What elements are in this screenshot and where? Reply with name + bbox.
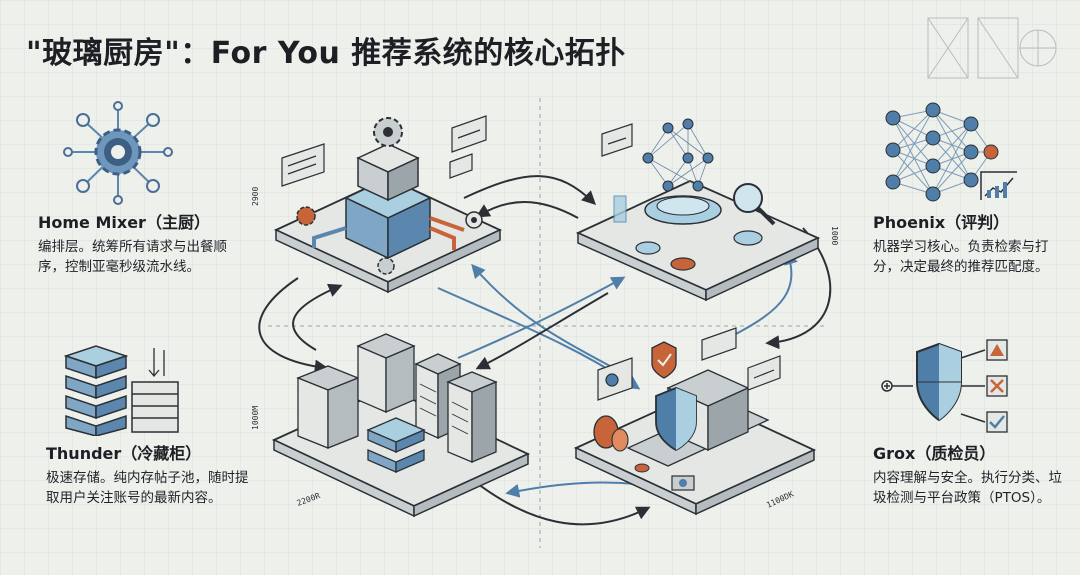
flow-arrows: [258, 175, 832, 526]
page-title: "玻璃厨房"：For You 推荐系统的核心拓扑: [26, 36, 626, 71]
phoenix-platform: 1000: [575, 118, 839, 302]
home-mixer-desc: 编排层。统筹所有请求与出餐顺序，控制亚毫秒级流水线。: [38, 239, 227, 275]
dim-label-top-left: 2900: [251, 187, 260, 206]
arrow-ph-to-hm: [475, 201, 579, 219]
dim-label-bottom-left: 2200R: [296, 491, 322, 508]
home-mixer-platform: 2900: [251, 115, 503, 294]
grox-desc: 内容理解与安全。执行分类、垃圾检测与平台政策（PTOS）。: [873, 470, 1062, 506]
gear-network-icon: [63, 101, 173, 205]
blocked-icon: [986, 375, 1008, 397]
dim-label-bottom-right: 1100DK: [765, 489, 795, 509]
arrow-hm-to-ph: [463, 175, 597, 205]
arrow-th-to-gr: [457, 467, 651, 526]
neural-network-icon: [885, 102, 1017, 202]
home-mixer-card: Home Mixer（主厨） 编排层。统筹所有请求与出餐顺序，控制亚毫秒级流水线…: [38, 100, 248, 277]
arrow-gr-to-hm: [471, 263, 624, 374]
arrow-gr-to-ph: [727, 250, 798, 339]
server-stack-icon: [63, 345, 179, 436]
dim-label-left-middle: 1000M: [251, 406, 260, 430]
warning-icon: [986, 339, 1008, 361]
arrow-ph-to-th: [475, 292, 609, 370]
phoenix-name: Phoenix（评判）: [873, 213, 1010, 232]
check-icon: [986, 411, 1008, 433]
shield-icon: [881, 339, 1008, 433]
dim-label-top-right: 1000: [830, 226, 839, 245]
phoenix-desc: 机器学习核心。负责检索与打分，决定最终的推荐匹配度。: [873, 239, 1049, 275]
thunder-desc: 极速存储。纯内存帖子池，随时提取用户关注账号的最新内容。: [46, 470, 249, 506]
topology-diagram: 2900: [251, 98, 839, 548]
grox-card: Grox（质检员） 内容理解与安全。执行分类、垃圾检测与平台政策（PTOS）。: [873, 336, 1073, 508]
phoenix-card: Phoenix（评判） 机器学习核心。负责检索与打分，决定最终的推荐匹配度。: [873, 100, 1063, 277]
thunder-name: Thunder（冷藏柜）: [46, 444, 202, 463]
arrow-th-to-ph: [457, 276, 626, 359]
arrow-th-to-hm: [292, 283, 343, 351]
grox-platform: 1100DK: [573, 327, 817, 516]
thunder-card: Thunder（冷藏柜） 极速存储。纯内存帖子池，随时提取用户关注账号的最新内容…: [46, 336, 256, 508]
home-mixer-name: Home Mixer（主厨）: [38, 213, 210, 232]
grox-name: Grox（质检员）: [873, 444, 996, 463]
arrow-hm-to-th: [258, 277, 329, 374]
corner-decoration-icon: [927, 17, 1057, 79]
